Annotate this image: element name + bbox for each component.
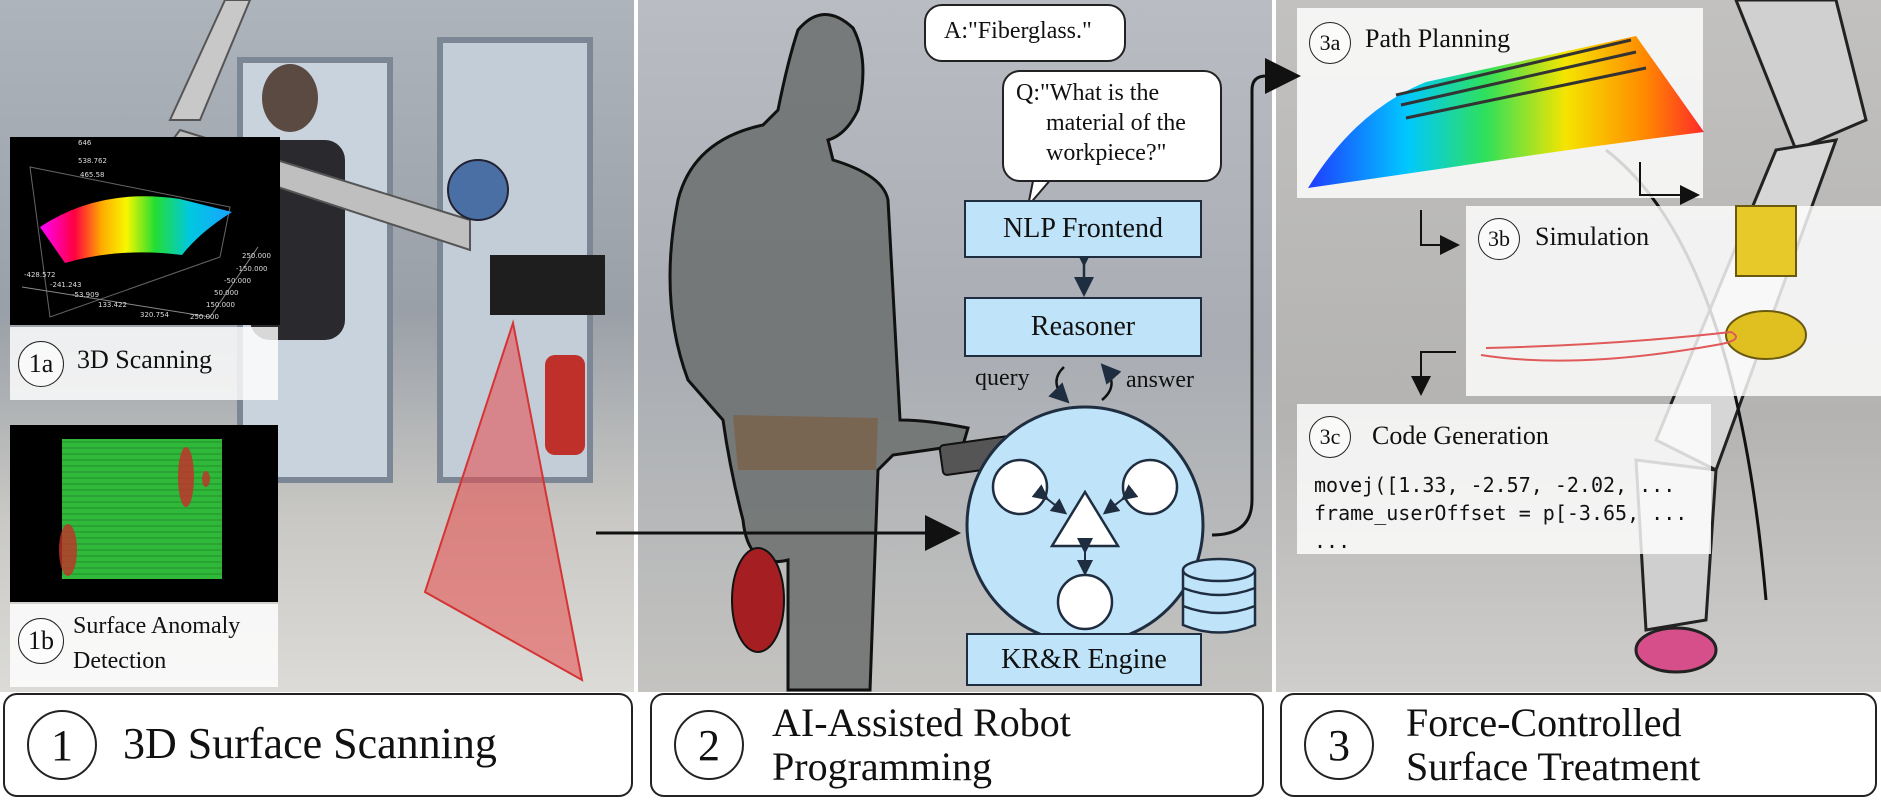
step-1b-label-line1: Surface Anomaly <box>73 613 241 639</box>
step-3b-number: 3b <box>1478 218 1520 260</box>
sim-trajectory <box>1480 330 1737 362</box>
graph-node <box>1056 573 1114 631</box>
stage-1-number: 1 <box>27 710 97 780</box>
question-line: Q:"What is the <box>1016 80 1160 106</box>
step-3b-box <box>1466 206 1881 396</box>
panel-surface-treatment: 3a Path Planning 3b Simulation 3c Code G… <box>1276 0 1881 692</box>
fire-extinguisher <box>545 355 585 455</box>
stage-1-title-box: 1 3D Surface Scanning <box>3 693 633 797</box>
stage-1-title: 3D Surface Scanning <box>123 719 497 768</box>
graph-edge <box>1031 484 1068 515</box>
path-planning-graphic <box>1308 36 1704 188</box>
answer-arrow <box>1100 363 1122 401</box>
plot-tick: -428.572 <box>24 271 56 279</box>
plot-tick: 250.000 <box>190 313 219 321</box>
stage-2-number: 2 <box>674 710 744 780</box>
sim-robot-arm <box>1735 205 1797 277</box>
plot-tick: 150.000 <box>206 301 235 309</box>
anomaly-map-graphic <box>59 439 222 579</box>
sim-tool <box>1725 310 1807 360</box>
step-3c-number: 3c <box>1309 416 1351 458</box>
plot-tick: 538.762 <box>78 157 107 165</box>
graph-node <box>991 458 1049 516</box>
step-1b-label-line2: Detection <box>73 648 167 674</box>
ear-protection <box>731 547 785 653</box>
stage-2-title-box: 2 AI-Assisted Robot Programming <box>650 693 1264 797</box>
step-3a-label: Path Planning <box>1365 24 1511 53</box>
question-line: material of the <box>1046 110 1186 136</box>
answer-bubble: A:"Fiberglass." <box>924 4 1126 62</box>
plot-tick: -50.000 <box>224 277 252 285</box>
scan-plot: 646 538.762 465.58 250.000 -150.000 -50.… <box>10 137 280 325</box>
step-3a-number: 3a <box>1309 22 1351 64</box>
step-1b-number: 1b <box>18 618 64 664</box>
tool-path <box>1395 38 1647 120</box>
arrow-3b-to-3c <box>1411 351 1456 396</box>
plot-tick: 646 <box>78 139 92 147</box>
answer-label: answer <box>1126 367 1194 393</box>
answer-bubble-text: A:"Fiberglass." <box>944 18 1092 44</box>
operator-trousers <box>733 415 878 470</box>
anomaly-map <box>10 425 278 602</box>
stage-3-title-line2: Surface Treatment <box>1406 744 1701 789</box>
sanding-tool <box>1634 626 1718 674</box>
reasoner-box: Reasoner <box>964 297 1202 357</box>
query-arrow <box>1048 366 1070 404</box>
question-line: workpiece?" <box>1046 140 1167 166</box>
arrow-3a-to-tool <box>1639 162 1700 205</box>
graph-node <box>1121 458 1179 516</box>
plot-tick: 465.58 <box>80 171 105 179</box>
query-label: query <box>975 365 1030 391</box>
pipeline-diagram <box>596 39 1301 645</box>
arrow-3a-to-3b <box>1420 210 1460 255</box>
graph-edge <box>1102 484 1139 515</box>
surface-heatmap <box>1308 36 1704 188</box>
question-bubble: Q:"What is the material of the workpiece… <box>1002 70 1222 182</box>
laser-scanner <box>490 255 605 315</box>
krr-engine-box: KR&R Engine <box>966 633 1202 686</box>
simulation-graphic <box>1480 205 1807 362</box>
database-icon <box>1181 557 1257 634</box>
step-arrows <box>1411 162 1700 396</box>
plot-tick: -53.909 <box>72 291 100 299</box>
nlp-frontend-box: NLP Frontend <box>964 200 1202 258</box>
stage-3-title-box: 3 Force-Controlled Surface Treatment <box>1280 693 1877 797</box>
plot-tick: 50.000 <box>214 289 239 297</box>
code-line: ... <box>1314 529 1351 553</box>
scan-plot-graphic <box>21 166 259 318</box>
arrow-engine-to-planning <box>1211 58 1301 537</box>
step-3b-label: Simulation <box>1535 222 1650 251</box>
stage-3-number: 3 <box>1304 710 1374 780</box>
stage-3-title-line1: Force-Controlled <box>1406 700 1682 745</box>
plot-tick: -241.243 <box>50 281 82 289</box>
step-1a-label: 3D Scanning <box>77 345 213 374</box>
plot-tick: 133.422 <box>98 301 127 309</box>
plot-tick: 320.754 <box>140 311 169 319</box>
step-3c-label: Code Generation <box>1372 421 1549 450</box>
robot-arm-segment <box>1734 0 1868 152</box>
step-1a-number: 1a <box>18 341 64 387</box>
robot-arm-segment <box>168 0 252 121</box>
step-3c-box <box>1297 404 1711 554</box>
plot-tick: 250.000 <box>242 252 271 260</box>
worker-head <box>262 64 318 132</box>
code-line: movej([1.33, -2.57, -2.02, ... <box>1314 473 1676 497</box>
laser-fan <box>423 319 584 682</box>
code-line: frame_userOffset = p[-3.65, ... <box>1314 501 1688 525</box>
robot-joint <box>447 159 509 221</box>
stage-2-title-line1: AI-Assisted Robot <box>772 700 1071 745</box>
plot-tick: -150.000 <box>236 265 268 273</box>
stage-2-title-line2: Programming <box>772 744 992 789</box>
panel-3d-scanning: 646 538.762 465.58 250.000 -150.000 -50.… <box>0 0 634 692</box>
